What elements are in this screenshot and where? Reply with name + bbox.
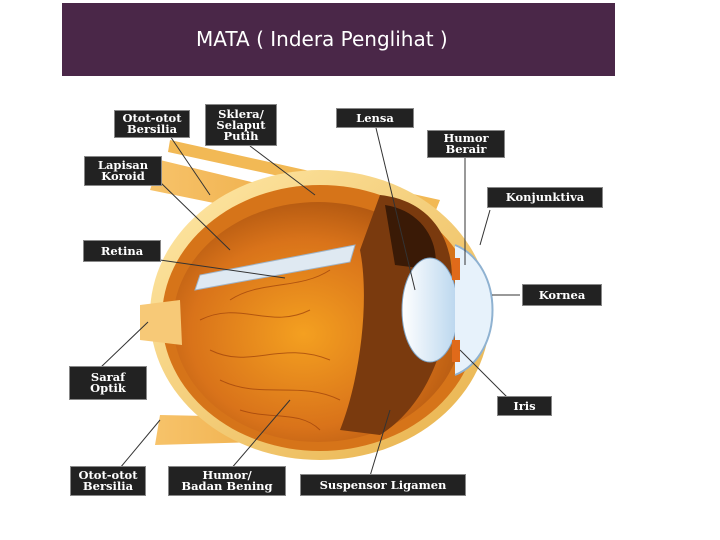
optic-nerve-shape [140, 300, 182, 345]
iris-top-shape [452, 258, 460, 280]
lens-shape [401, 257, 459, 363]
vessel-lines [199, 269, 341, 431]
label-konjunktiva: Konjunktiva [487, 187, 603, 208]
iris-bottom-shape [452, 340, 460, 362]
label-retina: Retina [83, 240, 161, 262]
label-lensa: Lensa [336, 108, 414, 128]
label-otot-bersilia-top: Otot-otot Bersilia [114, 110, 190, 138]
label-suspensor-ligamen: Suspensor Ligamen [300, 474, 466, 496]
leader-lines [99, 127, 520, 477]
label-kornea: Kornea [522, 284, 602, 306]
ciliary-dark-shape [385, 205, 436, 270]
label-humor-bening: Humor/ Badan Bening [168, 466, 286, 496]
page-title: MATA ( Indera Penglihat ) [196, 27, 448, 51]
label-saraf-optik: Saraf Optik [69, 366, 147, 400]
retina-shape [194, 244, 356, 291]
label-iris: Iris [497, 396, 552, 416]
cornea-shape [454, 244, 494, 376]
label-humor-berair: Humor Berair [427, 130, 505, 158]
title-bar: MATA ( Indera Penglihat ) [62, 3, 615, 76]
label-otot-bersilia-bottom: Otot-otot Bersilia [70, 466, 146, 496]
label-sklera: Sklera/ Selaput Putih [205, 104, 277, 146]
label-lapisan-koroid: Lapisan Koroid [84, 156, 162, 186]
